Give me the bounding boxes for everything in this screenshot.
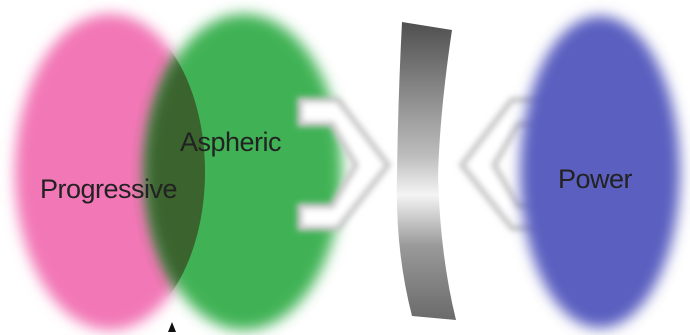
power-label: Power xyxy=(558,166,632,193)
aspheric-label: Aspheric xyxy=(180,129,281,156)
progressive-label: Progressive xyxy=(40,176,177,203)
curved-lens-icon xyxy=(397,22,456,320)
cursor-caret-icon xyxy=(168,322,176,332)
